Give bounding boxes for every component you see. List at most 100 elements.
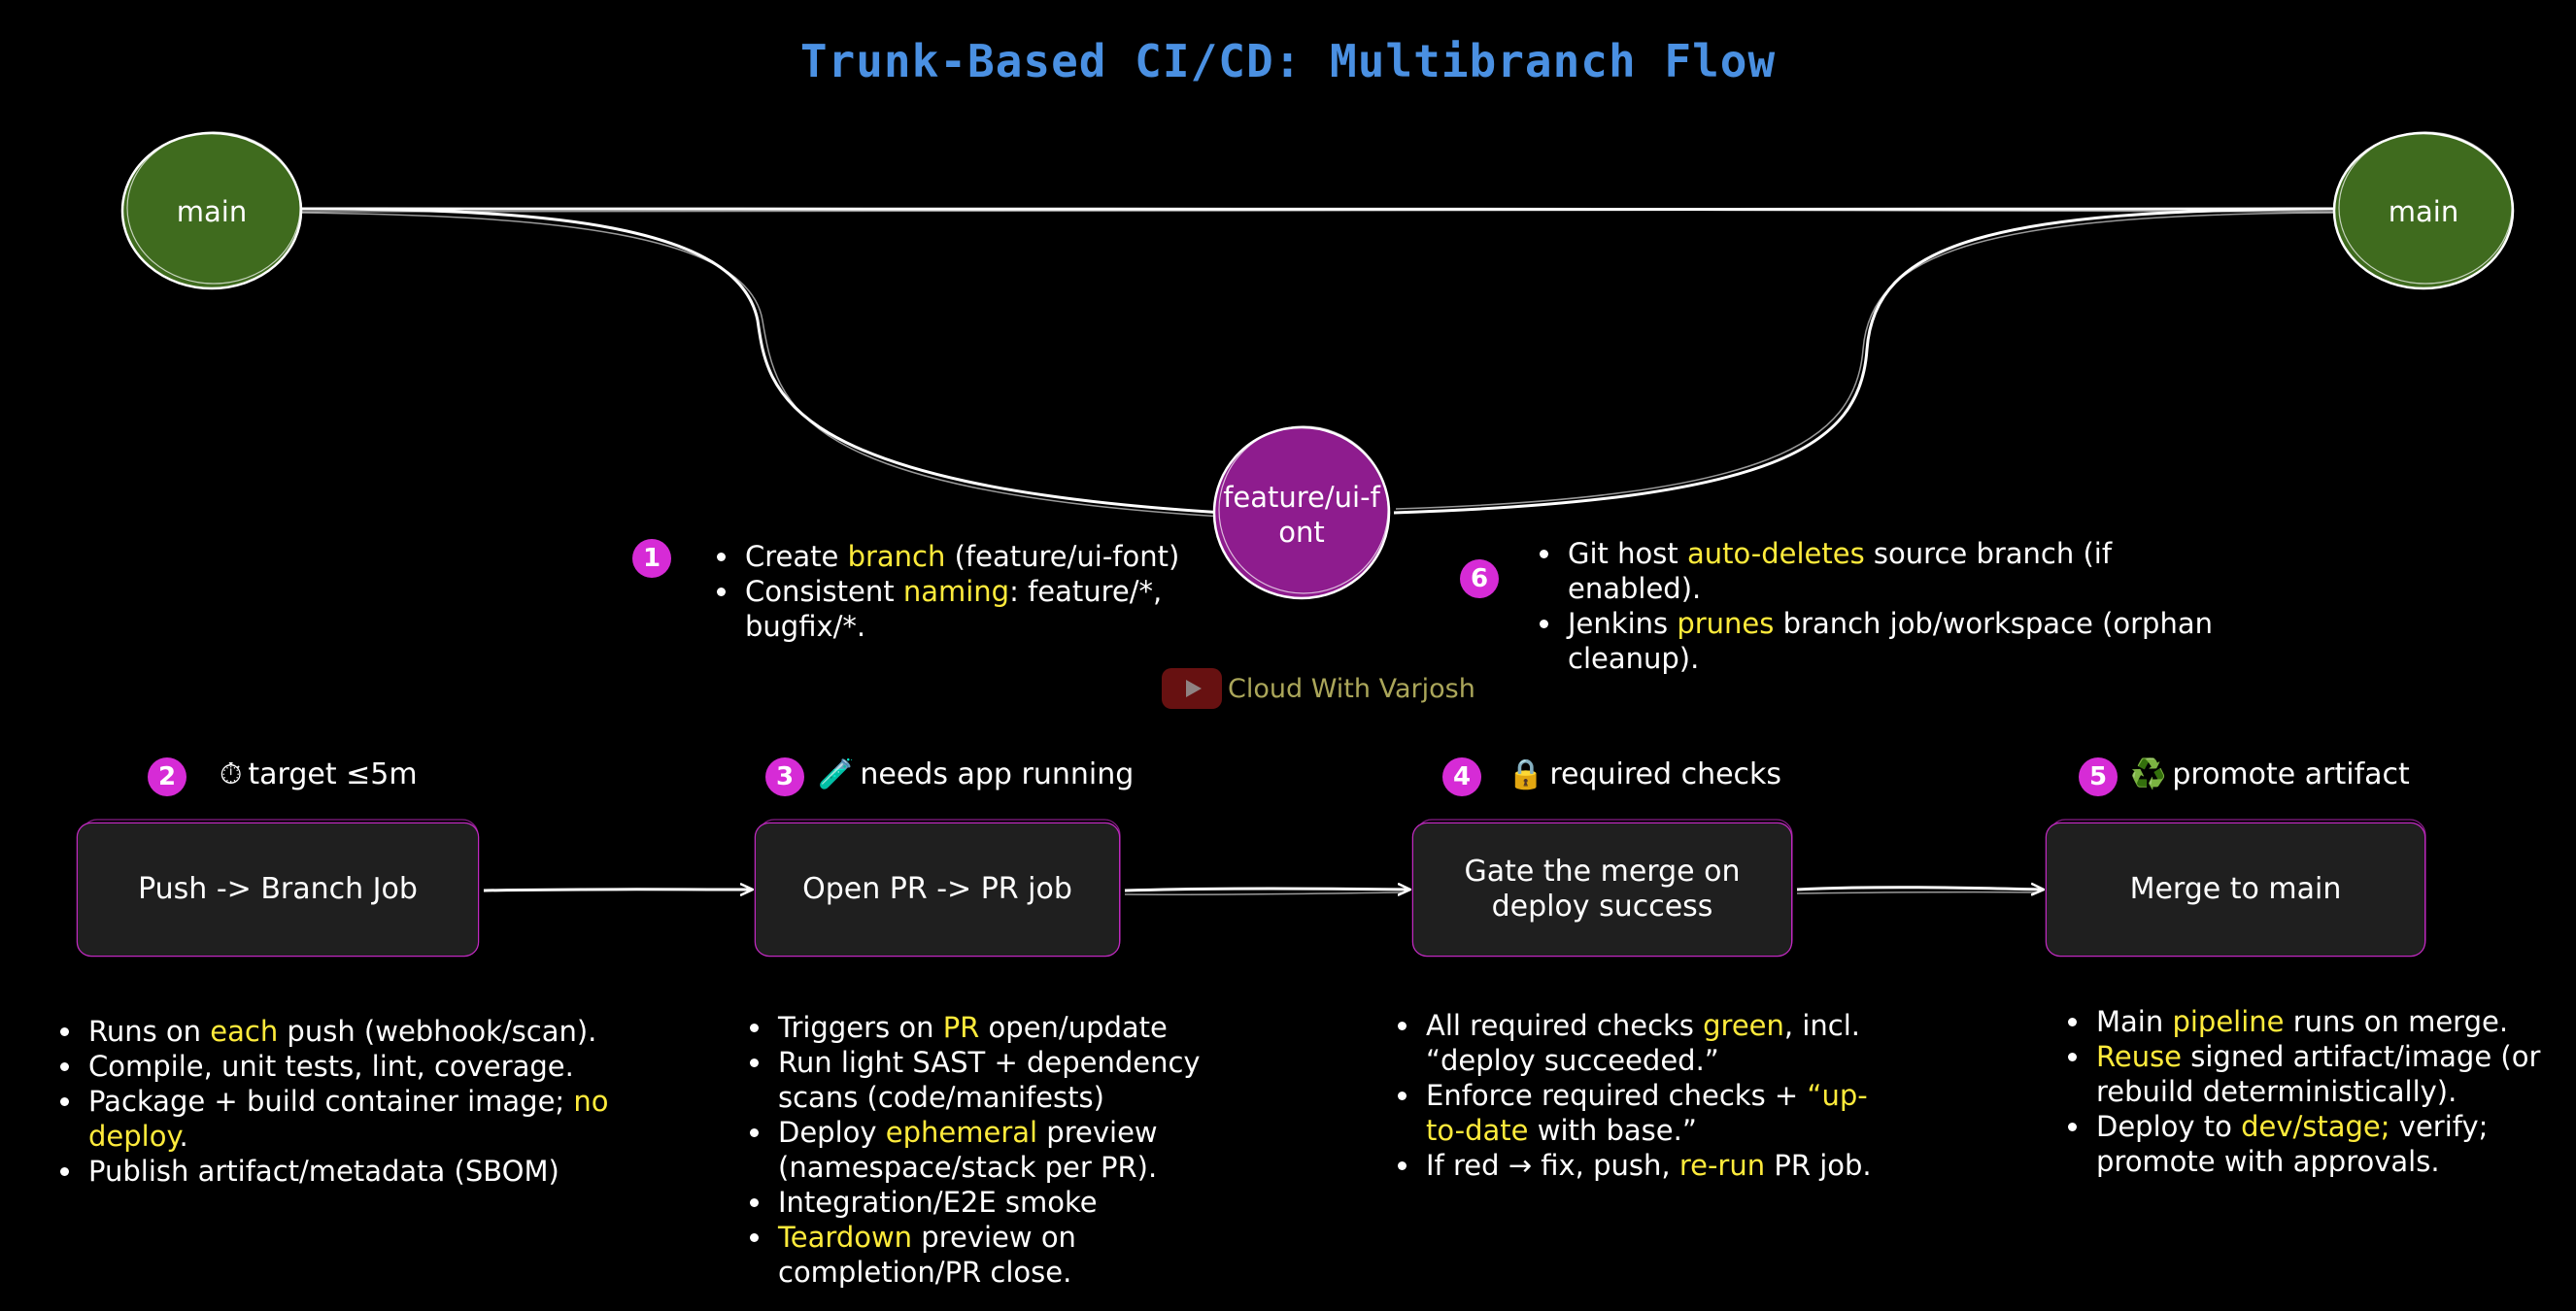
main-node-right[interactable] — [2332, 131, 2515, 290]
note-text: Deploy to — [2096, 1110, 2242, 1143]
note-text: verify; promote with approvals. — [2096, 1110, 2489, 1178]
note-text: with base.” — [1528, 1114, 1697, 1147]
note-text: branch job/workspace (orphan cleanup). — [1568, 607, 2214, 675]
highlighted-term: each — [210, 1015, 279, 1048]
branch-out-curve-sketch — [298, 212, 1223, 518]
watermark-text: Cloud With Varjosh — [1228, 673, 1475, 704]
trunk-line — [298, 206, 2342, 212]
stopwatch-icon: ⏱ — [220, 757, 243, 791]
feature-node-label: feature/ui-font — [1223, 481, 1380, 549]
step-5-caption: ♻️promote artifact — [2130, 757, 2410, 791]
branch-job-box[interactable]: Push -> Branch Job — [78, 824, 478, 956]
step-5-notes: Main pipeline runs on merge.Reuse signed… — [2061, 1004, 2549, 1179]
note-text: Triggers on — [778, 1011, 943, 1044]
step-1-notes: Create branch (feature/ui-font)Consisten… — [710, 539, 1237, 644]
note-text: Main — [2096, 1005, 2173, 1038]
step-badge-5: 5 — [2079, 757, 2118, 796]
highlighted-term: Reuse — [2096, 1040, 2183, 1073]
note-text: Integration/E2E smoke — [778, 1186, 1098, 1219]
highlighted-term: ephemeral — [885, 1116, 1038, 1149]
note-text: All required checks — [1426, 1009, 1704, 1042]
note-text: (feature/ui-font) — [945, 540, 1180, 573]
note-text: Compile, unit tests, lint, coverage. — [88, 1050, 574, 1083]
note-item: All required checks green, incl. “deploy… — [1422, 1008, 1888, 1078]
step-badge-2: 2 — [148, 757, 186, 796]
note-text: Consistent — [745, 575, 903, 608]
branch-out-curve — [298, 207, 1225, 515]
merge-back-curve-sketch — [1395, 212, 2342, 510]
step-badge-6: 6 — [1460, 559, 1499, 598]
note-item: Publish artifact/metadata (SBOM) — [85, 1154, 628, 1189]
highlighted-term: auto-deletes — [1686, 537, 1865, 570]
highlighted-term: branch — [847, 540, 946, 573]
feature-node[interactable] — [1212, 425, 1391, 600]
note-text: PR job. — [1765, 1149, 1872, 1182]
note-item: Main pipeline runs on merge. — [2092, 1004, 2549, 1039]
note-text: : feature/*, bugfix/*. — [745, 575, 1163, 643]
gate-merge-box[interactable]: Gate the merge on deploy success — [1413, 824, 1791, 956]
note-text: Publish artifact/metadata (SBOM) — [88, 1155, 559, 1188]
lock-icon: 🔒 — [1508, 757, 1544, 791]
note-item: Deploy ephemeral preview (namespace/stac… — [774, 1115, 1231, 1185]
note-text: source branch (if enabled). — [1568, 537, 2113, 605]
step-3-caption: 🧪needs app running — [818, 757, 1135, 791]
main-node-right-label: main — [2388, 195, 2459, 228]
highlighted-term: PR — [942, 1011, 980, 1044]
note-item: Teardown preview on completion/PR close. — [774, 1220, 1231, 1290]
note-text: Deploy — [778, 1116, 886, 1149]
test-tube-icon: 🧪 — [818, 757, 855, 791]
note-item: Triggers on PR open/update — [774, 1010, 1231, 1045]
step-4-notes: All required checks green, incl. “deploy… — [1391, 1008, 1888, 1183]
note-text: Enforce required checks + — [1426, 1079, 1808, 1112]
highlighted-term: Teardown — [778, 1221, 913, 1254]
note-text: Jenkins — [1568, 607, 1678, 640]
step-badge-3: 3 — [765, 757, 804, 796]
note-text: Run light SAST + dependency scans (code/… — [778, 1046, 1201, 1114]
watermark: Cloud With Varjosh — [1162, 668, 1475, 709]
note-item: Package + build container image; no depl… — [85, 1084, 628, 1154]
merge-back-curve — [1393, 207, 2342, 515]
note-item: Reuse signed artifact/image (or rebuild … — [2092, 1039, 2549, 1109]
merge-to-main-box[interactable]: Merge to main — [2047, 824, 2424, 956]
highlighted-term: dev/stage; — [2241, 1110, 2390, 1143]
note-item: If red → fix, push, re-run PR job. — [1422, 1148, 1888, 1183]
highlighted-term: prunes — [1677, 607, 1775, 640]
step-4-caption: 🔒required checks — [1508, 757, 1782, 791]
note-text: preview (namespace/stack per PR). — [778, 1116, 1158, 1184]
highlighted-term: “up-to-date — [1426, 1079, 1868, 1147]
note-text: runs on merge. — [2284, 1005, 2509, 1038]
note-text: Create — [745, 540, 848, 573]
arrow-4-to-5 — [1796, 888, 2043, 890]
note-text: If red → fix, push, — [1426, 1149, 1679, 1182]
youtube-play-icon — [1162, 668, 1222, 709]
note-item: Create branch (feature/ui-font) — [741, 539, 1237, 574]
step-2-notes: Runs on each push (webhook/scan).Compile… — [53, 1014, 628, 1189]
step-2-caption: ⏱target ≤5m — [220, 757, 418, 791]
note-item: Integration/E2E smoke — [774, 1185, 1231, 1220]
note-text: Runs on — [88, 1015, 211, 1048]
step-badge-1: 1 — [632, 539, 671, 578]
note-item: Git host auto-deletes source branch (if … — [1564, 536, 2244, 606]
note-item: Consistent naming: feature/*, bugfix/*. — [741, 574, 1237, 644]
main-node-left[interactable] — [120, 131, 303, 290]
note-item: Runs on each push (webhook/scan). — [85, 1014, 628, 1049]
pr-job-box[interactable]: Open PR -> PR job — [756, 824, 1119, 956]
note-item: Run light SAST + dependency scans (code/… — [774, 1045, 1231, 1115]
note-text: push (webhook/scan). — [278, 1015, 597, 1048]
highlighted-term: re-run — [1678, 1149, 1766, 1182]
arrow-2-to-3 — [483, 890, 752, 891]
highlighted-term: naming — [902, 575, 1010, 608]
note-text: preview on completion/PR close. — [778, 1221, 1076, 1289]
highlighted-term: pipeline — [2172, 1005, 2285, 1038]
note-item: Compile, unit tests, lint, coverage. — [85, 1049, 628, 1084]
note-item: Deploy to dev/stage; verify; promote wit… — [2092, 1109, 2549, 1179]
note-text: , incl. “deploy succeeded.” — [1426, 1009, 1860, 1077]
note-text: signed artifact/image (or rebuild determ… — [2096, 1040, 2541, 1108]
note-item: Jenkins prunes branch job/workspace (orp… — [1564, 606, 2244, 676]
step-3-notes: Triggers on PR open/updateRun light SAST… — [743, 1010, 1231, 1290]
highlighted-term: no deploy — [88, 1085, 609, 1153]
note-text: open/update — [979, 1011, 1168, 1044]
main-node-left-label: main — [176, 195, 248, 228]
